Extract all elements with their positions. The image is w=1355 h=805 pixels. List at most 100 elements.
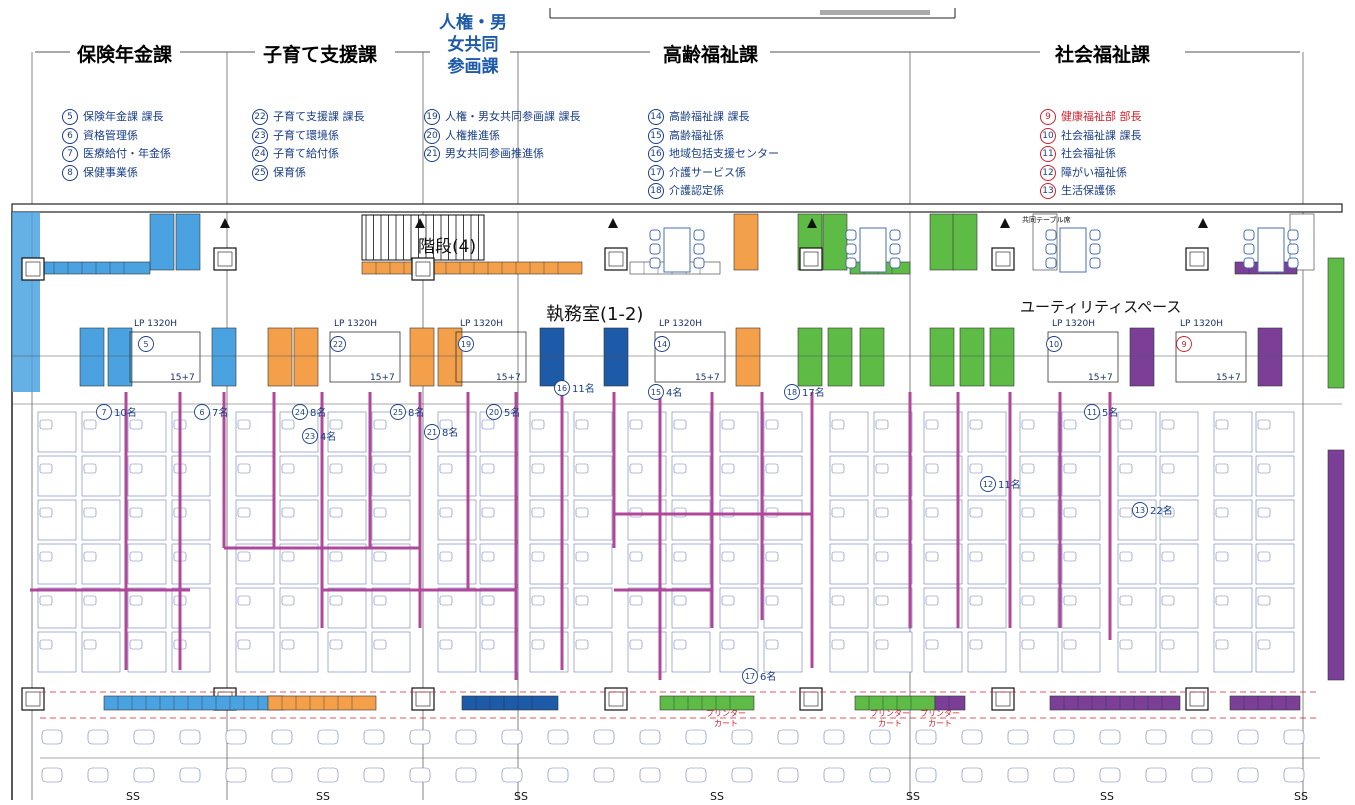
count-number: 24 (295, 408, 305, 417)
legend-text: 高齢福祉係 (669, 128, 724, 142)
desk-chair (875, 507, 889, 518)
counter-chair (1007, 729, 1029, 745)
count-circle (486, 404, 502, 420)
legend-text: 地域包括支援センター (669, 147, 779, 160)
desk (437, 411, 477, 453)
office-label: 執務室(1-2) (546, 304, 644, 325)
legend-number: 18 (648, 183, 664, 199)
desk-chair (1063, 507, 1077, 518)
count-circle (742, 668, 758, 684)
desk-chair (1021, 419, 1035, 430)
pillar-core (995, 691, 1011, 707)
table-label: 15+7 (370, 373, 395, 383)
desk-chair (439, 551, 453, 562)
count-number: 6 (199, 408, 204, 417)
counter-chair (225, 729, 247, 745)
count-circle (390, 404, 406, 420)
customer-chair (1007, 767, 1029, 783)
desk (923, 543, 963, 585)
counter-chair (41, 729, 63, 745)
chair (693, 229, 705, 241)
desk (327, 499, 367, 541)
legend-text: 保育係 (273, 165, 306, 179)
count-number: 12 (983, 480, 993, 489)
counter-chair (409, 729, 431, 745)
desk-chair (39, 595, 53, 606)
desk (279, 587, 319, 629)
desk (171, 455, 211, 497)
desk (923, 455, 963, 497)
desk-chair (481, 419, 495, 430)
lp-cabinet (989, 327, 1015, 387)
legend-text: 社会福祉係 (1061, 147, 1116, 160)
legend-text: 障がい福祉係 (1061, 165, 1127, 179)
customer-chair (409, 767, 431, 783)
counter-chair (317, 729, 339, 745)
count-circle (980, 476, 996, 492)
desk (719, 543, 759, 585)
desk-chair (875, 551, 889, 562)
customer-chair (639, 767, 661, 783)
desk-chair (237, 507, 251, 518)
desk-chair (969, 595, 983, 606)
desk (573, 631, 613, 673)
desk-chair (481, 463, 495, 474)
desk-chair (875, 463, 889, 474)
legend-text: 子育て給付係 (273, 147, 339, 160)
pillar-core (1189, 251, 1205, 267)
exit-triangle (1198, 218, 1208, 228)
desk (671, 455, 711, 497)
desk-chair (1257, 463, 1271, 474)
counter-chair (547, 729, 569, 745)
customer-chair (1191, 767, 1213, 783)
exit-triangle (807, 218, 817, 228)
desk (1159, 543, 1199, 585)
desk (327, 411, 367, 453)
desk (127, 587, 167, 629)
desk-chair (531, 507, 545, 518)
legend-number: 9 (1040, 109, 1056, 125)
desk (1019, 631, 1059, 673)
legend-number: 7 (62, 146, 78, 162)
desk (829, 587, 869, 629)
lp-table-5 (129, 331, 201, 383)
lp-circle (1046, 336, 1062, 352)
desk-chair (575, 419, 589, 430)
legend-number: 8 (62, 164, 78, 181)
chair (889, 229, 901, 241)
chair (1287, 257, 1299, 269)
desk-chair (83, 419, 97, 430)
counter-chair (87, 729, 109, 745)
desk (1061, 543, 1101, 585)
bottom-cabinet-hoken (39, 261, 151, 275)
desk-chair (481, 551, 495, 562)
printer-label: プリンター (870, 709, 910, 718)
lp-cabinet (409, 327, 435, 387)
desk (127, 455, 167, 497)
meeting-label: 共同テーブル席 (1022, 215, 1071, 224)
customer-chair (1145, 767, 1167, 783)
desk (671, 499, 711, 541)
desk-chair (281, 463, 295, 474)
legend-number: 19 (424, 109, 440, 125)
count-number: 15 (651, 388, 661, 397)
counter-chair (1053, 729, 1075, 745)
customer-chair (731, 767, 753, 783)
desk-chair (765, 419, 779, 430)
east-cabinet (1327, 257, 1345, 389)
desk-chair (237, 595, 251, 606)
desk-chair (1161, 595, 1175, 606)
desk-chair (39, 639, 53, 650)
desk-chair (1021, 551, 1035, 562)
desk (279, 499, 319, 541)
desk-chair (237, 419, 251, 430)
customer-chair (179, 767, 201, 783)
dept-jinken: 人権・男 女共同 参画課 (439, 13, 507, 77)
stairs-label: 階段(4) (418, 237, 477, 257)
legend-text: 介護サービス係 (669, 165, 746, 179)
desk (171, 543, 211, 585)
